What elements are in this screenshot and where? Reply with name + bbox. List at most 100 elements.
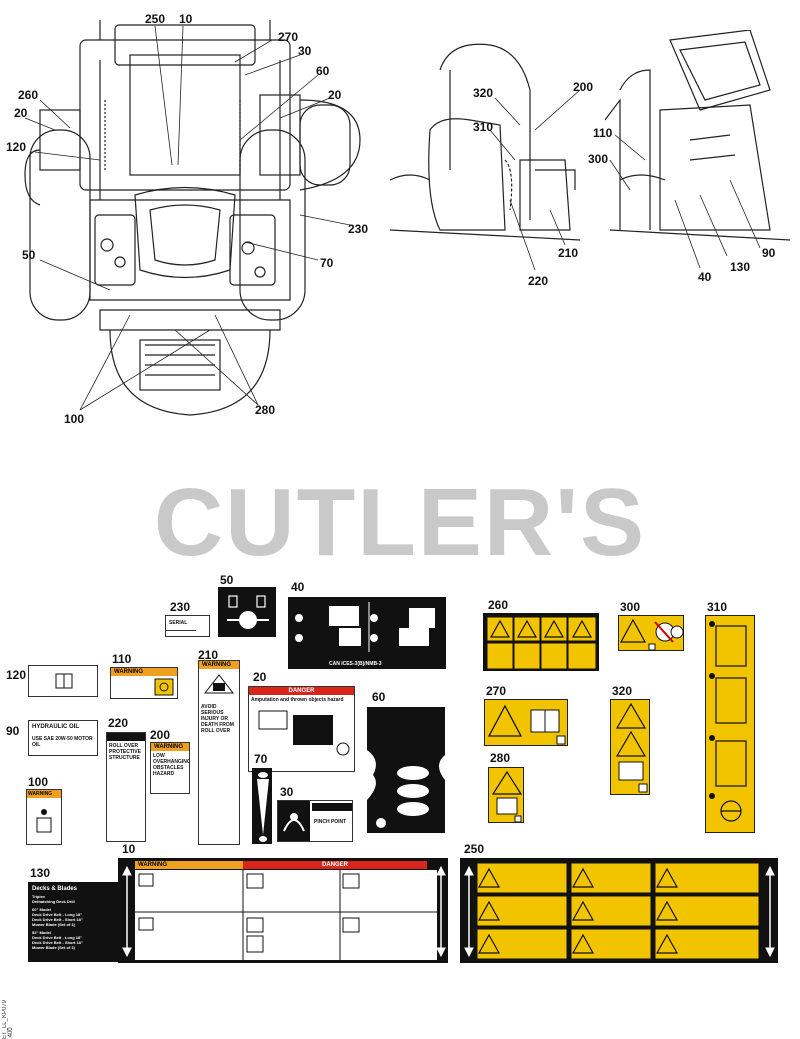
callout-280: 280: [255, 403, 276, 417]
decal-130-line-1: Dethatching Deck Drill: [32, 899, 75, 904]
decal-100: WARNING: [26, 789, 62, 845]
rops-dash-diagram: [390, 30, 791, 271]
decal-220-text: ROLL OVER PROTECTIVE STRUCTURE: [109, 743, 141, 761]
decal-320-number: 320: [612, 684, 633, 698]
decal-220: ROLL OVER PROTECTIVE STRUCTURE: [106, 732, 146, 842]
decal-270-graphic: [487, 704, 566, 745]
callout-320: 320: [473, 86, 494, 100]
callout-20-left: 20: [14, 106, 28, 120]
decal-110-graphic: [154, 678, 174, 696]
decal-70: [252, 768, 272, 844]
decal-130-line-3: Deck Drive Belt - Long 18": [32, 912, 83, 917]
decal-60-graphic: [367, 707, 445, 833]
decal-200: WARNING LOW OVERHANGING OBSTACLES HAZARD: [150, 742, 190, 794]
decal-90-number: 90: [6, 724, 20, 738]
decal-230: SERIAL: [165, 615, 210, 637]
decal-60: [365, 705, 447, 835]
decal-130-title: Decks & Blades: [32, 886, 78, 892]
decal-130-line-0: Triplex: [32, 894, 45, 899]
decal-20: DANGER Amputation and thrown objects haz…: [248, 686, 355, 772]
callout-60: 60: [316, 64, 330, 78]
decal-50-number: 50: [220, 573, 234, 587]
decal-300-graphic: [619, 618, 683, 650]
decal-40-graphic: [295, 602, 435, 652]
decal-320-graphic: [615, 702, 648, 793]
decal-200-number: 200: [150, 728, 171, 742]
callout-200: 200: [573, 80, 594, 94]
decal-310-graphic: [709, 621, 747, 822]
decal-260-graphic: [486, 616, 597, 670]
callout-230: 230: [348, 222, 369, 236]
callout-30: 30: [298, 44, 312, 58]
callout-300: 300: [588, 152, 609, 166]
callout-40: 40: [698, 270, 712, 284]
decal-10-number: 10: [122, 842, 136, 856]
document-code: ET_LL_KP079 .400: [2, 1000, 14, 1039]
callout-250: 250: [145, 12, 166, 26]
decal-250-number: 250: [464, 842, 485, 856]
decal-210-graphic: [203, 674, 235, 694]
decal-10: WARNING DANGER: [118, 858, 448, 963]
callout-220: 220: [528, 274, 549, 288]
book-icon: [55, 673, 73, 689]
callout-130: 130: [730, 260, 751, 274]
decal-10-side-arrows: [122, 865, 446, 958]
decal-210: WARNING AVOID SERIOUS INJURY OR DEATH FR…: [198, 660, 240, 845]
decal-280: [488, 767, 524, 823]
callout-100: 100: [64, 412, 85, 426]
decal-280-graphic: [491, 770, 523, 822]
decal-230-number: 230: [170, 600, 191, 614]
callout-20-right: 20: [328, 88, 342, 102]
decal-130: Decks & Blades Triplex Dethatching Deck …: [28, 882, 118, 962]
decal-220-number: 220: [108, 716, 129, 730]
decal-70-number: 70: [254, 752, 268, 766]
decal-20-text: Amputation and thrown objects hazard: [251, 697, 344, 703]
decal-10-body: [135, 870, 437, 960]
decal-50: [218, 587, 276, 637]
decal-220-band: [107, 733, 145, 741]
callout-120: 120: [6, 140, 27, 154]
decal-120-number: 120: [6, 668, 27, 682]
decal-300: [618, 615, 684, 651]
mower-rear-diagram: [24, 20, 361, 416]
callout-310: 310: [473, 120, 494, 134]
decal-310: [705, 615, 755, 833]
decal-270: [484, 699, 568, 746]
decal-30-text: PINCH POINT: [314, 819, 347, 825]
decal-200-text: LOW OVERHANGING OBSTACLES HAZARD: [153, 753, 190, 777]
decal-130-line-8: Deck Drive Belt - Short 18": [32, 940, 83, 945]
decal-10-danger: DANGER: [243, 861, 427, 869]
decal-110-number: 110: [112, 652, 132, 666]
decal-130-line-2: 60" Model: [32, 907, 52, 912]
decal-60-number: 60: [372, 690, 386, 704]
decal-110-warning: WARNING: [111, 668, 177, 676]
decal-30-band: [312, 803, 352, 811]
decal-130-line-9: Mower Blade (Set of 3): [32, 945, 75, 950]
decal-40: CAN ICES-3(B)/NMB-3: [288, 597, 446, 669]
decal-120: [28, 665, 98, 697]
decal-210-text: AVOID SERIOUS INJURY OR DEATH FROM ROLL …: [201, 704, 234, 734]
decal-70-graphic: [257, 772, 269, 842]
decal-130-line-7: Deck Drive Belt - Long 18": [32, 935, 83, 940]
callout-10: 10: [179, 12, 193, 26]
decal-110: WARNING: [110, 667, 178, 699]
decal-130-line-4: Deck Drive Belt - Short 18": [32, 917, 83, 922]
decal-40-text: CAN ICES-3(B)/NMB-3: [329, 661, 382, 667]
decal-50-graphic: [227, 595, 269, 629]
decal-90-title: HYDRAULIC OIL: [32, 724, 79, 730]
callout-70: 70: [320, 256, 334, 270]
decal-130-number: 130: [30, 866, 51, 880]
decal-40-number: 40: [291, 580, 305, 594]
decal-90-text: USE SAE 20W-50 MOTOR OIL: [32, 736, 93, 748]
decal-300-number: 300: [620, 600, 641, 614]
callout-270: 270: [278, 30, 299, 44]
callout-110: 110: [593, 126, 613, 140]
decal-100-warning: WARNING: [27, 790, 61, 798]
callout-210: 210: [558, 246, 579, 260]
decal-230-text: SERIAL: [166, 616, 196, 631]
decal-210-warning: WARNING: [199, 661, 239, 669]
decal-30: PINCH POINT: [277, 800, 353, 842]
decal-310-number: 310: [707, 600, 728, 614]
decal-320: [610, 699, 650, 795]
decal-20-graphic: [258, 710, 350, 756]
